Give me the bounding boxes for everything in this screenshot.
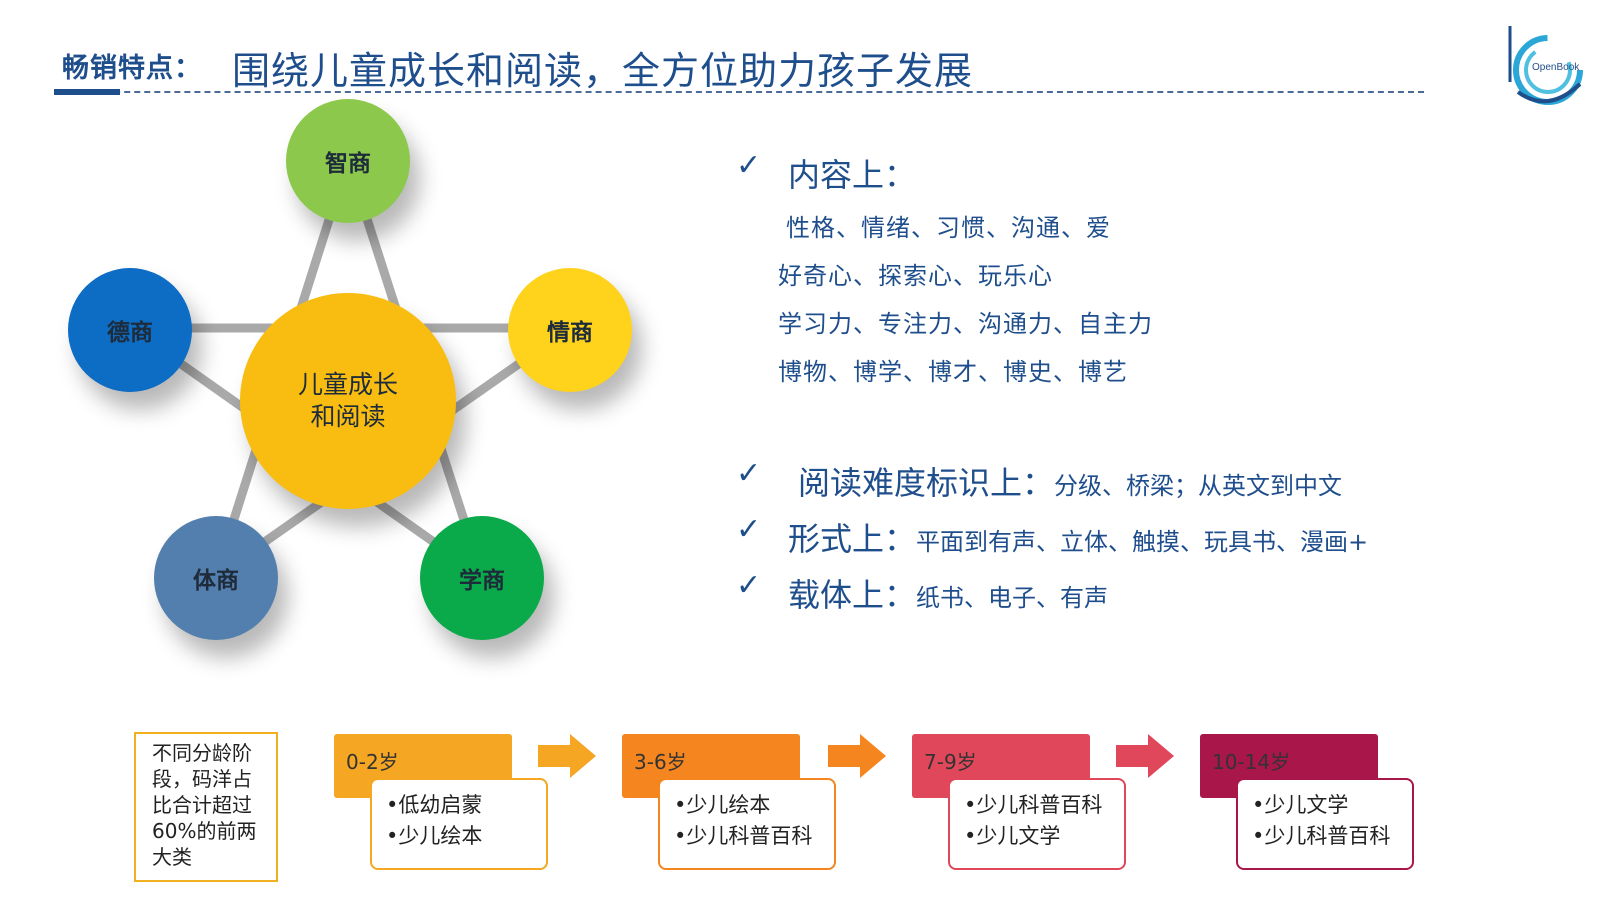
- stage-item: •少儿文学: [1252, 793, 1349, 817]
- node-eq: 情商: [508, 268, 632, 392]
- age-note: 不同分龄阶段，码洋占比合计超过60%的前两大类: [134, 732, 278, 882]
- node-learning: 学商: [420, 516, 544, 640]
- center-node-line2: 和阅读: [310, 402, 386, 431]
- form-detail: 平面到有声、立体、触摸、玩具书、漫画+: [916, 528, 1369, 556]
- check-icon: ✓: [736, 568, 762, 603]
- arrow-right-icon: [538, 734, 596, 778]
- node-learning-label: 学商: [459, 568, 505, 594]
- content-line-2: 好奇心、探索心、玩乐心: [778, 262, 1053, 290]
- stage-item: •少儿科普百科: [1252, 824, 1391, 848]
- stage-item: •少儿科普百科: [674, 824, 813, 848]
- stage-item: •少儿文学: [964, 824, 1061, 848]
- node-physical: 体商: [154, 516, 278, 640]
- logo-text: OpenBook: [1532, 62, 1580, 73]
- title-divider-accent: [54, 89, 120, 95]
- content-line-3: 学习力、专注力、沟通力、自主力: [778, 310, 1153, 338]
- center-node: 儿童成长 和阅读: [240, 293, 456, 509]
- carrier-detail: 纸书、电子、有声: [916, 584, 1109, 612]
- node-iq: 智商: [286, 99, 410, 223]
- check-icon: ✓: [736, 512, 762, 547]
- form-heading: 形式上：: [788, 520, 917, 558]
- stage-box-3-6: •少儿绘本 •少儿科普百科: [658, 778, 836, 870]
- openbook-logo: OpenBook: [1508, 26, 1583, 105]
- check-icon: ✓: [736, 148, 762, 183]
- difficulty-detail: 分级、桥梁；从英文到中文: [1054, 472, 1343, 500]
- difficulty-heading: 阅读难度标识上：: [798, 464, 1055, 502]
- stage-box-10-14: •少儿文学 •少儿科普百科: [1236, 778, 1414, 870]
- content-line-4: 博物、博学、博才、博史、博艺: [778, 358, 1128, 386]
- growth-star-diagram: 儿童成长 和阅读 智商 情商 学商 体商 德商: [0, 99, 700, 700]
- stage-box-0-2: •低幼启蒙 •少儿绘本: [370, 778, 548, 870]
- page-title-prefix: 畅销特点：: [62, 53, 202, 84]
- page-title: 围绕儿童成长和阅读，全方位助力孩子发展: [232, 49, 974, 93]
- node-moral-label: 德商: [107, 320, 153, 346]
- arrow-right-icon: [828, 734, 886, 778]
- stage-item: •少儿绘本: [386, 824, 483, 848]
- node-eq-label: 情商: [547, 320, 593, 346]
- content-heading: 内容上：: [788, 156, 917, 194]
- stage-item: •少儿绘本: [674, 793, 771, 817]
- difficulty-row: 阅读难度标识上：分级、桥梁；从英文到中文: [798, 458, 1342, 504]
- node-moral: 德商: [68, 268, 192, 392]
- node-physical-label: 体商: [193, 568, 239, 594]
- carrier-heading: 载体上：: [788, 576, 917, 614]
- form-row: 形式上：平面到有声、立体、触摸、玩具书、漫画+: [788, 514, 1368, 560]
- node-iq-label: 智商: [325, 151, 371, 177]
- check-icon: ✓: [736, 456, 762, 491]
- stage-box-7-9: •少儿科普百科 •少儿文学: [948, 778, 1126, 870]
- stage-item: •低幼启蒙: [386, 793, 483, 817]
- content-line-1: 性格、情绪、习惯、沟通、爱: [786, 214, 1111, 242]
- title-divider: [54, 91, 1424, 93]
- stage-item: •少儿科普百科: [964, 793, 1103, 817]
- carrier-row: 载体上：纸书、电子、有声: [788, 570, 1108, 616]
- center-node-line1: 儿童成长: [297, 370, 398, 399]
- arrow-right-icon: [1116, 734, 1174, 778]
